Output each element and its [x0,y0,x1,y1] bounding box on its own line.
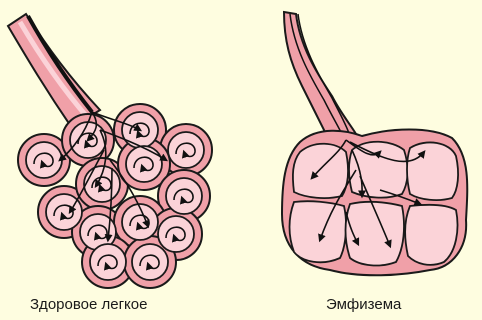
healthy-lung [8,14,212,288]
alveolus [166,178,202,214]
emphysema-caption: Эмфизема [326,296,401,313]
alveolus [26,142,62,178]
healthy-alveoli-cluster [18,104,212,288]
alveolus [158,216,194,252]
alveolus [126,146,162,182]
alveolus [90,244,126,280]
alveolus [132,244,168,280]
alveolus [168,132,204,168]
emphysema-lung [282,12,467,275]
alveolus [84,166,120,202]
healthy-lung-caption: Здоровое легкое [30,296,147,313]
